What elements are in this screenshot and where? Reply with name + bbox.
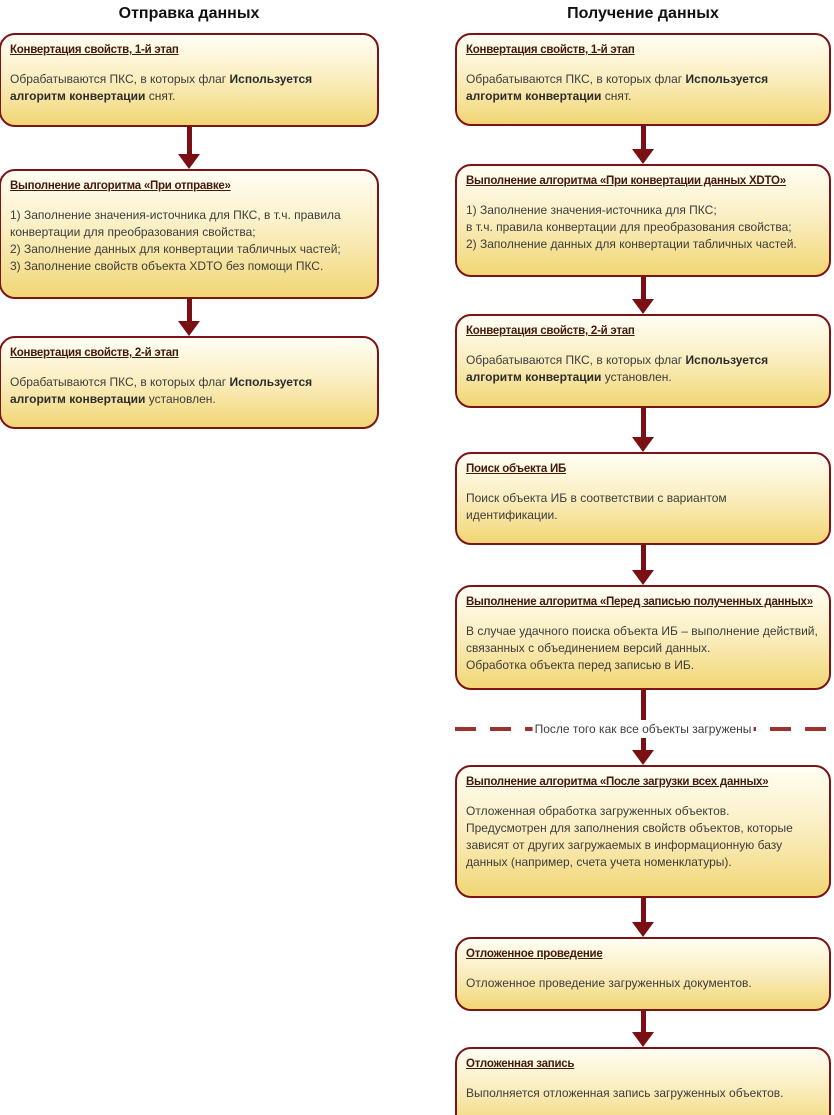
box-body-line: В случае удачного поиска объекта ИБ – вы… <box>466 624 818 655</box>
box-body-line: 2) Заполнение данных для конвертации таб… <box>466 237 797 251</box>
connector-line <box>640 738 646 750</box>
column-send-data: Отправка данных Конвертация свойств, 1-й… <box>0 0 379 429</box>
arrow-down-icon <box>178 154 200 169</box>
box-header: Выполнение алгоритма «После загрузки все… <box>466 776 769 788</box>
connector-line <box>186 127 192 154</box>
box-header: Отложенная запись <box>466 1058 575 1070</box>
connector-line <box>640 408 646 437</box>
flow-box: Выполнение алгоритма «При конвертации да… <box>455 164 831 277</box>
box-body-line: Отложенная обработка загруженных объекто… <box>466 804 730 818</box>
box-body-line: Отложенное проведение загруженных докуме… <box>466 976 752 990</box>
arrow-connector <box>455 1011 831 1047</box>
box-header: Выполнение алгоритма «При конвертации да… <box>466 175 786 187</box>
box-body-line: Обрабатываются ПКС, в которых флаг Испол… <box>10 375 313 406</box>
box-header: Выполнение алгоритма «При отправке» <box>10 180 231 192</box>
flow-box: Выполнение алгоритма «Перед записью полу… <box>455 585 831 690</box>
box-header: Поиск объекта ИБ <box>466 463 566 475</box>
connector-line <box>640 898 646 922</box>
connector-line <box>640 1011 646 1032</box>
arrow-down-icon <box>632 149 654 164</box>
box-header: Конвертация свойств, 2-й этап <box>10 347 179 359</box>
arrow-connector <box>455 126 831 164</box>
box-body-line: в т.ч. правила конвертации для преобразо… <box>466 220 792 234</box>
arrow-connector <box>0 127 379 169</box>
column-title-send: Отправка данных <box>118 5 260 22</box>
box-body-line: 1) Заполнение значения-источника для ПКС… <box>466 203 717 217</box>
box-body-line: Поиск объекта ИБ в соответствии с вариан… <box>466 491 727 522</box>
flow-box: Выполнение алгоритма «После загрузки все… <box>455 765 831 898</box>
box-header: Конвертация свойств, 1-й этап <box>466 44 635 56</box>
arrow-connector <box>455 738 831 765</box>
box-body-line: Выполняется отложенная запись загруженны… <box>466 1086 784 1100</box>
arrow-down-icon <box>632 299 654 314</box>
box-body-line: 1) Заполнение значения-источника для ПКС… <box>10 208 341 239</box>
dashed-separator: После того как все объекты загружены <box>455 720 831 738</box>
box-body-line: 3) Заполнение свойств объекта XDTO без п… <box>10 259 324 273</box>
line-connector <box>455 690 831 720</box>
connector-line <box>640 545 646 570</box>
flow-box: Выполнение алгоритма «При отправке» 1) За… <box>0 169 379 299</box>
box-body-line: Обработка объекта перед записью в ИБ. <box>466 658 695 672</box>
arrow-down-icon <box>632 437 654 452</box>
box-header: Конвертация свойств, 2-й этап <box>466 325 635 337</box>
separator-label: После того как все объекты загружены <box>532 722 754 736</box>
box-body-line: Обрабатываются ПКС, в которых флаг Испол… <box>466 72 769 103</box>
arrow-down-icon <box>632 570 654 585</box>
box-body-line: 2) Заполнение данных для конвертации таб… <box>10 242 341 256</box>
column-receive-data: Получение данных Конвертация свойств, 1-… <box>455 0 831 1115</box>
arrow-down-icon <box>178 321 200 336</box>
arrow-connector <box>455 545 831 585</box>
arrow-connector <box>0 299 379 336</box>
box-header: Отложенное проведение <box>466 948 603 960</box>
box-body-line: Предусмотрен для заполнения свойств объе… <box>466 821 793 869</box>
connector-line <box>640 126 646 149</box>
arrow-down-icon <box>632 1032 654 1047</box>
box-body-line: Обрабатываются ПКС, в которых флаг Испол… <box>466 353 769 384</box>
box-header: Конвертация свойств, 1-й этап <box>10 44 179 56</box>
arrow-connector <box>455 898 831 937</box>
flow-box: Поиск объекта ИБ Поиск объекта ИБ в соотв… <box>455 452 831 545</box>
column-title-receive: Получение данных <box>567 5 719 22</box>
arrow-down-icon <box>632 750 654 765</box>
connector-line <box>640 277 646 299</box>
arrow-connector <box>455 408 831 452</box>
arrow-down-icon <box>632 922 654 937</box>
connector-line <box>640 690 646 720</box>
connector-line <box>186 299 192 321</box>
box-header: Выполнение алгоритма «Перед записью полу… <box>466 596 813 608</box>
arrow-connector <box>455 277 831 314</box>
box-body-line: Обрабатываются ПКС, в которых флаг Испол… <box>10 72 313 103</box>
